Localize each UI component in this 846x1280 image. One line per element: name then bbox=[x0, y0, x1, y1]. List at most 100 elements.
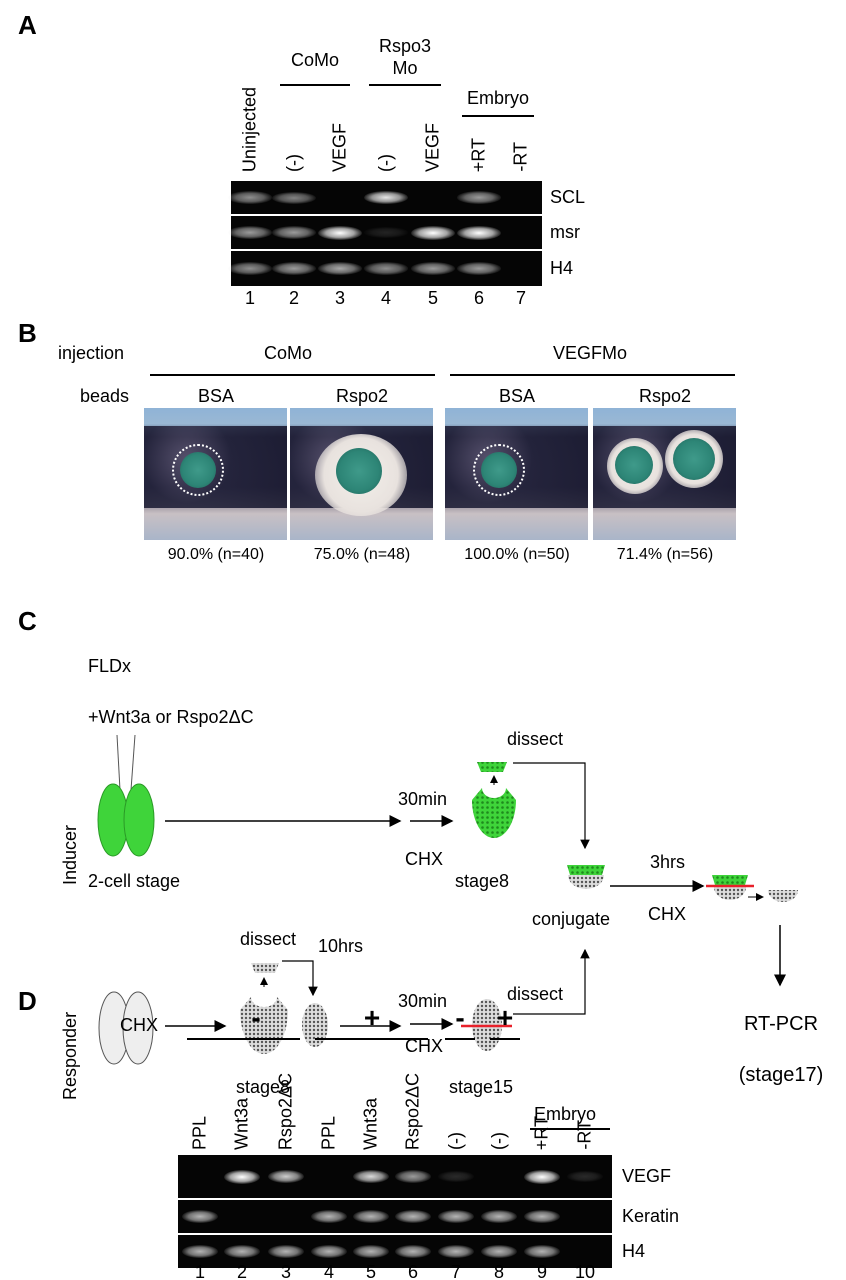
lane-number: 5 bbox=[427, 288, 439, 308]
lane-number: 1 bbox=[194, 1262, 206, 1280]
panel-d-label: D bbox=[18, 986, 37, 1016]
lane-label: Wnt3a bbox=[360, 1097, 381, 1150]
group-line bbox=[490, 1038, 520, 1040]
result-label: 100.0% (n=50) bbox=[464, 546, 570, 563]
group-rspo3: Rspo3 bbox=[378, 36, 432, 56]
group-line bbox=[280, 84, 350, 86]
band bbox=[311, 1210, 347, 1223]
lane-label: (-) bbox=[283, 154, 304, 172]
band bbox=[567, 1171, 603, 1182]
result-label: 90.0% (n=40) bbox=[167, 546, 265, 563]
lane-number: 3 bbox=[334, 288, 346, 308]
group-como: CoMo bbox=[290, 50, 340, 70]
band bbox=[411, 225, 455, 240]
lane-number: 2 bbox=[236, 1262, 248, 1280]
lane-label: VEGF bbox=[422, 122, 443, 172]
chx-plus: + bbox=[363, 1002, 381, 1033]
band bbox=[524, 1245, 560, 1258]
band bbox=[353, 1245, 389, 1258]
gel-row-label: msr bbox=[550, 221, 580, 242]
lane-number: 7 bbox=[515, 288, 527, 308]
bead bbox=[615, 446, 653, 484]
stage8-label: stage8 bbox=[455, 871, 509, 891]
embryo-micrograph bbox=[445, 408, 588, 540]
band bbox=[311, 1245, 347, 1258]
lane-label: Rspo2ΔC bbox=[275, 1072, 296, 1150]
lane-label: PPL bbox=[189, 1115, 210, 1150]
gel-row-label: VEGF bbox=[622, 1165, 672, 1186]
lane-number: 10 bbox=[574, 1262, 596, 1280]
band bbox=[224, 1169, 260, 1184]
gel-row-scl bbox=[228, 181, 542, 216]
stage17-label: (stage17) bbox=[738, 1064, 824, 1086]
chx-label: CHX bbox=[405, 849, 443, 869]
bead-label: Rspo2 bbox=[638, 386, 692, 406]
band bbox=[481, 1210, 517, 1223]
band bbox=[182, 1245, 218, 1258]
lane-label: (-) bbox=[375, 154, 396, 172]
chx-label: CHX bbox=[120, 1015, 159, 1035]
lane-label: -RT bbox=[574, 1120, 595, 1150]
lane-number: 5 bbox=[365, 1262, 377, 1280]
lane-number: 8 bbox=[493, 1262, 505, 1280]
bead bbox=[336, 448, 382, 494]
responder-stage8-embryo-icon bbox=[240, 963, 328, 1054]
lane-number: 9 bbox=[536, 1262, 548, 1280]
bead-label: BSA bbox=[498, 386, 536, 406]
band bbox=[318, 225, 362, 240]
beads-label: beads bbox=[80, 386, 130, 406]
lane-label: -RT bbox=[510, 142, 531, 172]
gel-row-label: Keratin bbox=[622, 1205, 680, 1226]
band bbox=[457, 262, 501, 275]
lane-number: 4 bbox=[380, 288, 392, 308]
band bbox=[353, 1210, 389, 1223]
gel-row-keratin bbox=[178, 1200, 612, 1235]
inducer-stage8-embryo-icon bbox=[472, 762, 516, 838]
dissect-label: dissect bbox=[240, 929, 296, 949]
band bbox=[395, 1245, 431, 1258]
injection-label: injection bbox=[58, 343, 125, 363]
lane-number: 7 bbox=[450, 1262, 462, 1280]
band bbox=[318, 262, 362, 275]
band bbox=[228, 226, 272, 239]
band bbox=[438, 1245, 474, 1258]
chx-minus: - bbox=[455, 1002, 465, 1033]
responder-embryo-icon bbox=[98, 991, 154, 1065]
band bbox=[457, 191, 501, 204]
panel-b-label: B bbox=[18, 318, 37, 348]
lane-label: PPL bbox=[318, 1115, 339, 1150]
dissect-label: dissect bbox=[507, 729, 563, 749]
lane-label: (-) bbox=[488, 1132, 509, 1150]
time-3hrs: 3hrs bbox=[650, 852, 685, 872]
band bbox=[272, 191, 316, 204]
group-line bbox=[450, 374, 735, 376]
band bbox=[395, 1210, 431, 1223]
injection-como: CoMo bbox=[263, 343, 313, 363]
lane-label: VEGF bbox=[329, 122, 350, 172]
band bbox=[364, 227, 408, 238]
band bbox=[457, 225, 501, 240]
inducer-embryo-icon bbox=[97, 734, 155, 857]
band bbox=[182, 1210, 218, 1223]
gel-row-h4 bbox=[228, 251, 542, 288]
lane-number: 6 bbox=[407, 1262, 419, 1280]
group-line bbox=[315, 1038, 428, 1040]
band bbox=[481, 1245, 517, 1258]
experiment-schematic: FLDx +Wnt3a or Rspo2ΔC Inducer Responder… bbox=[60, 656, 818, 1100]
band bbox=[364, 262, 408, 275]
gel-row-label: SCL bbox=[550, 186, 586, 207]
stage15-label: stage15 bbox=[449, 1077, 513, 1097]
band bbox=[268, 1245, 304, 1258]
lane-number: 1 bbox=[244, 288, 256, 308]
rt-pcr-label: RT-PCR bbox=[744, 1013, 818, 1035]
group-rspo3-mo: Mo bbox=[392, 58, 418, 78]
lane-label: Rspo2ΔC bbox=[402, 1072, 423, 1150]
band bbox=[353, 1169, 389, 1184]
inducer-label: Inducer bbox=[60, 825, 80, 885]
lane-label: Wnt3a bbox=[231, 1097, 252, 1150]
injected-label: +Wnt3a or Rspo2ΔC bbox=[88, 707, 254, 727]
gel-row-h4 bbox=[178, 1235, 612, 1270]
lane-label: +RT bbox=[531, 1115, 552, 1150]
bead-label: Rspo2 bbox=[335, 386, 389, 406]
